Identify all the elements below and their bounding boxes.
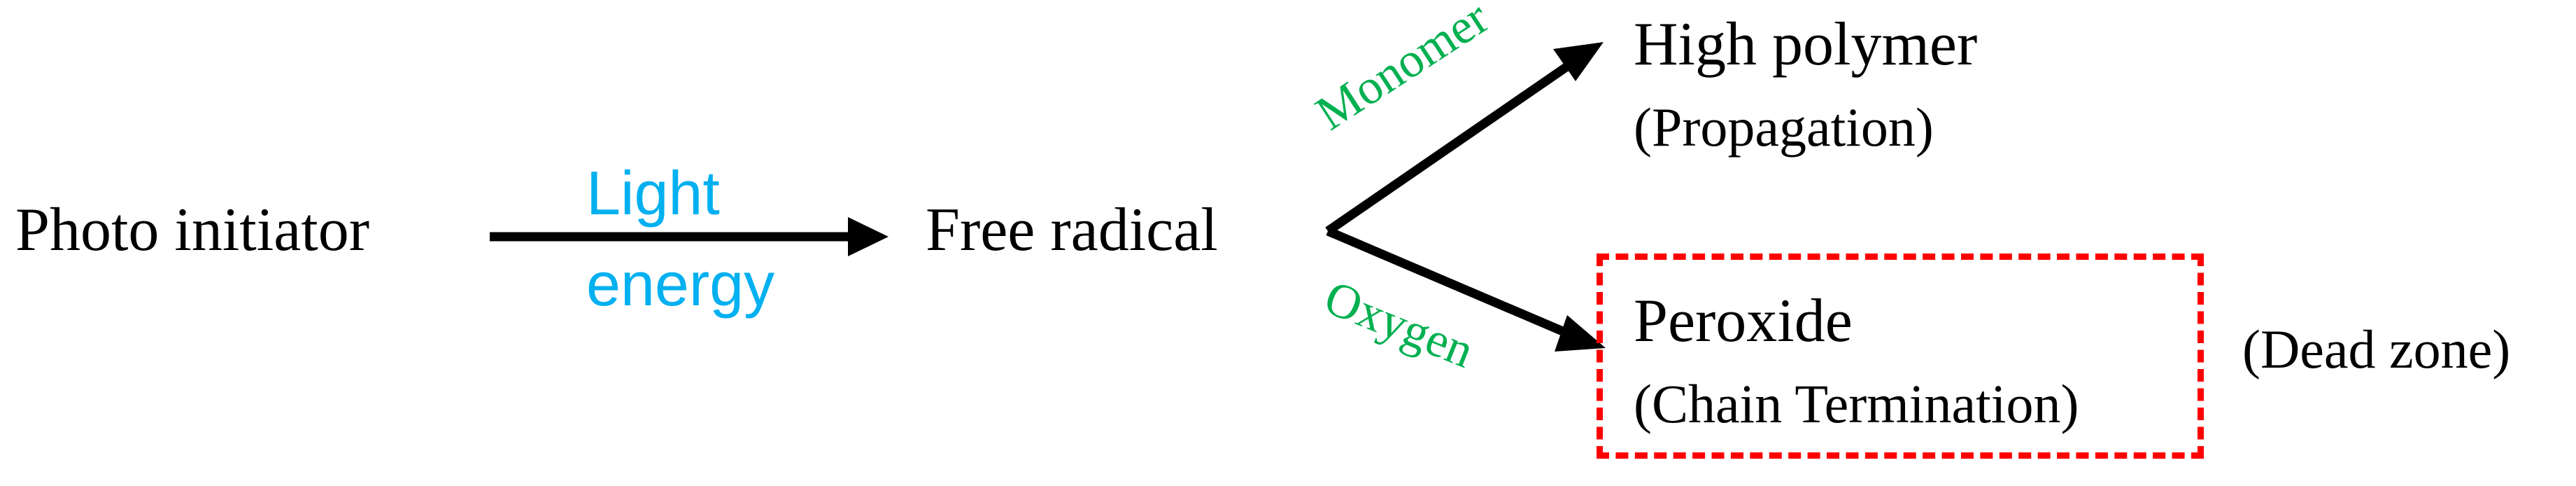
arrow-monomer bbox=[1325, 42, 1604, 235]
peroxide-node: Peroxide bbox=[1634, 287, 1853, 355]
photo-initiator-node: Photo initiator bbox=[15, 196, 369, 264]
propagation-subtitle: (Propagation) bbox=[1634, 97, 1934, 158]
light-energy-label-line1: Light bbox=[586, 158, 720, 228]
arrow-light-energy bbox=[490, 217, 889, 256]
chain-termination-subtitle: (Chain Termination) bbox=[1634, 373, 2079, 434]
high-polymer-node: High polymer bbox=[1634, 11, 1978, 78]
arrow-oxygen bbox=[1326, 227, 1606, 352]
light-energy-label-line2: energy bbox=[586, 249, 775, 319]
dead-zone-dashed-box bbox=[1597, 254, 2204, 459]
free-radical-node: Free radical bbox=[926, 196, 1218, 264]
dead-zone-label: (Dead zone) bbox=[2242, 319, 2511, 380]
